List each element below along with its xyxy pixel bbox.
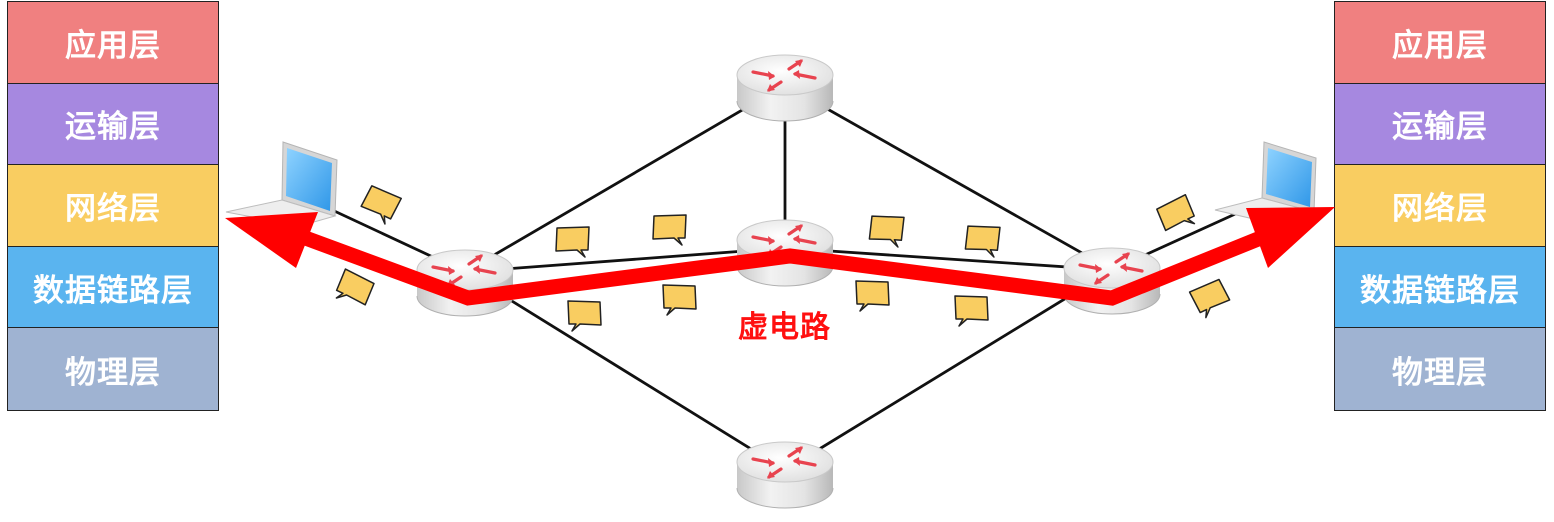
packet-icon <box>964 224 1001 259</box>
packet-icon <box>652 214 687 246</box>
link-right-bottom <box>784 268 1113 472</box>
packet-icon <box>662 284 697 316</box>
packet-icon <box>357 183 402 227</box>
link-left-bottom <box>464 270 786 472</box>
packet-icon <box>855 280 890 312</box>
left-datalink-layer: 数据链路层 <box>8 246 218 329</box>
left-application-layer: 应用层 <box>8 2 218 84</box>
virtual-circuit-path <box>225 207 1335 306</box>
left-network-layer: 网络层 <box>8 165 218 247</box>
link-left-center <box>464 246 786 274</box>
packet-icon <box>331 268 377 311</box>
left-protocol-stack: 应用层 运输层 网络层 数据链路层 物理层 <box>7 1 219 411</box>
right-physical-layer: 物理层 <box>1335 328 1545 410</box>
packet-icon <box>868 214 905 249</box>
packet-icon <box>567 300 602 332</box>
right-transport-layer: 运输层 <box>1335 83 1545 166</box>
right-network-layer: 网络层 <box>1335 165 1545 247</box>
link-center-right <box>784 246 1113 272</box>
packet-icon <box>954 295 989 327</box>
link-left-top <box>464 83 786 274</box>
packet-icon <box>555 226 590 258</box>
left-transport-layer: 运输层 <box>8 83 218 166</box>
left-host-laptop-icon <box>225 141 338 227</box>
router-top-icon <box>735 53 835 123</box>
virtual-circuit-arrowhead-left <box>225 212 318 268</box>
virtual-circuit-label: 虚电路 <box>738 310 831 345</box>
link-top-right <box>784 83 1113 272</box>
left-physical-layer: 物理层 <box>8 328 218 410</box>
right-protocol-stack: 应用层 运输层 网络层 数据链路层 物理层 <box>1334 1 1546 411</box>
right-datalink-layer: 数据链路层 <box>1335 246 1545 329</box>
right-host-laptop-icon <box>1214 141 1317 225</box>
packet-icon <box>1154 193 1199 237</box>
packet-icon <box>1188 277 1233 321</box>
router-bottom-icon <box>735 440 835 510</box>
virtual-circuit-arrowhead-right <box>1246 207 1335 268</box>
right-application-layer: 应用层 <box>1335 2 1545 84</box>
